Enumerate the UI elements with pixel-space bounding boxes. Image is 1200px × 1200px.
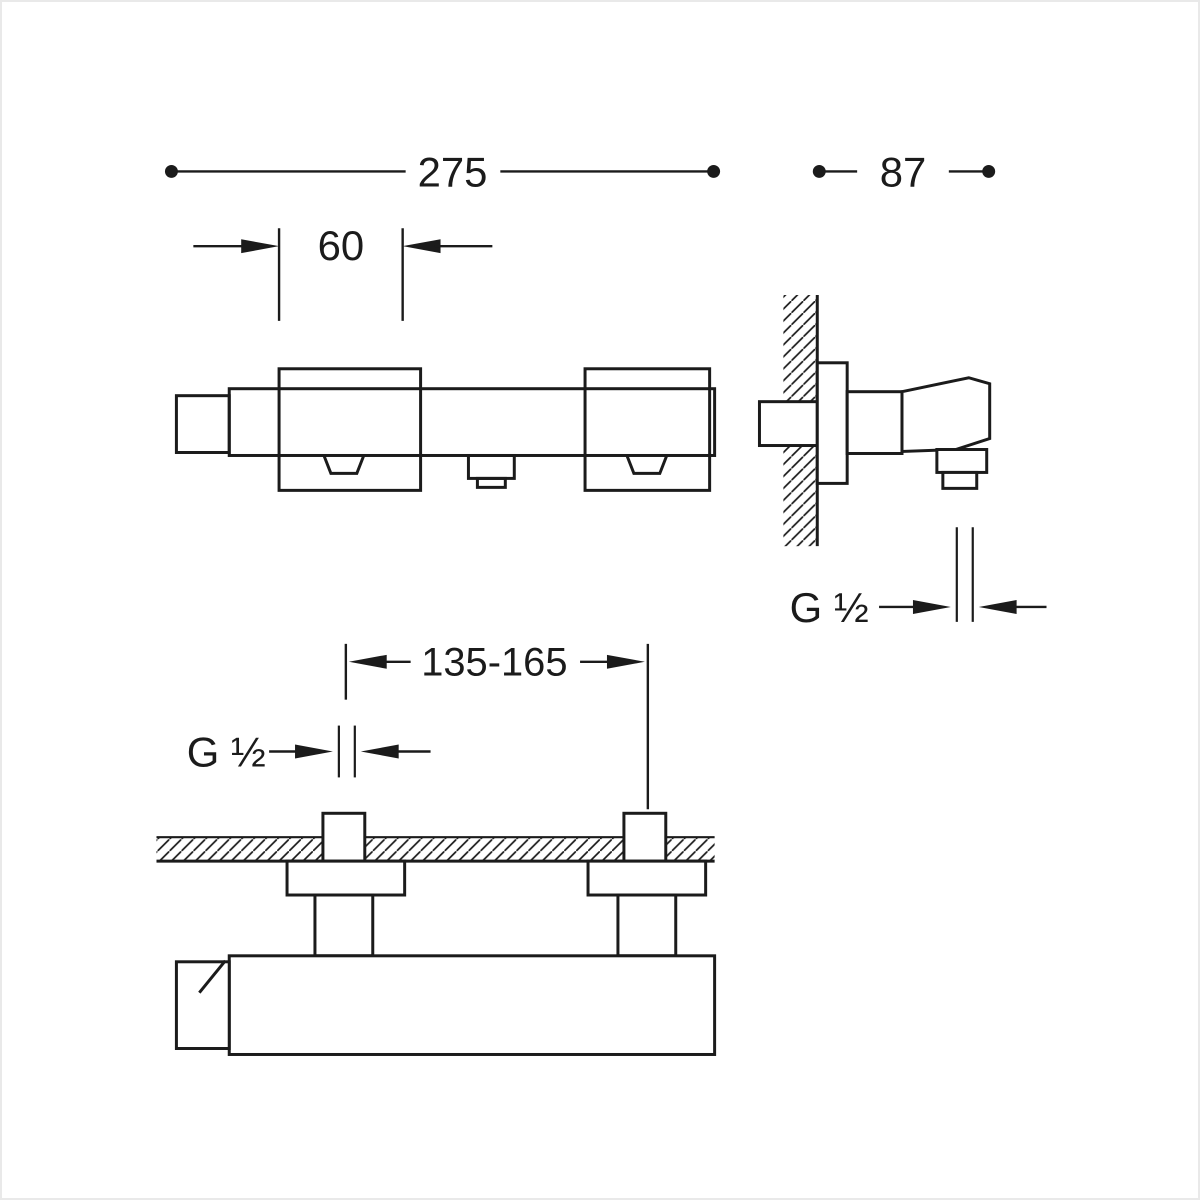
dim-label-overall-depth: 87 bbox=[880, 148, 927, 195]
dim-dot bbox=[812, 164, 826, 178]
flange-left bbox=[285, 859, 407, 897]
handle-end-cap bbox=[174, 394, 231, 454]
arrowhead-left bbox=[402, 239, 441, 254]
dim-dot bbox=[982, 164, 996, 178]
dim-handle-offset: 60 bbox=[193, 222, 493, 321]
lever-mark bbox=[198, 959, 227, 994]
mixer-body bbox=[227, 387, 717, 457]
wall-connector bbox=[757, 400, 819, 448]
dim-overall-width: 275 bbox=[164, 148, 721, 195]
arrowhead-left bbox=[978, 600, 1017, 614]
arrowhead-right bbox=[241, 239, 280, 254]
shower-outlet-tip bbox=[941, 470, 979, 490]
escutcheon-right bbox=[583, 367, 712, 492]
inlet-nut-left bbox=[322, 454, 366, 475]
dim-overall-depth: 87 bbox=[812, 148, 996, 195]
nut-right bbox=[616, 893, 678, 958]
mixer-body-top bbox=[227, 954, 717, 1056]
arrowhead-right bbox=[606, 654, 645, 669]
flange-right bbox=[586, 859, 708, 897]
mixer-body-side bbox=[845, 390, 904, 455]
escutcheon-plate-side bbox=[815, 361, 849, 485]
dim-thread-bottom: G ½ bbox=[187, 725, 431, 778]
escutcheon-left bbox=[277, 367, 423, 492]
arrowhead-right bbox=[295, 744, 333, 759]
arrowhead-left bbox=[348, 654, 387, 669]
arrowhead-left bbox=[360, 744, 399, 759]
side-view bbox=[757, 295, 992, 547]
nut-left bbox=[313, 893, 375, 958]
dim-label-overall-width: 275 bbox=[418, 148, 488, 195]
inlet-nut-right bbox=[625, 454, 669, 475]
arrowhead-right bbox=[912, 600, 951, 614]
dim-thread-side: G ½ bbox=[790, 527, 1047, 631]
shower-outlet-side bbox=[935, 448, 989, 474]
outlet-connector bbox=[466, 453, 516, 480]
supply-pipe-right bbox=[622, 811, 668, 863]
lever-handle-side bbox=[900, 376, 992, 454]
handle-end-cap-top bbox=[174, 960, 231, 1050]
dim-dot bbox=[707, 164, 721, 178]
top-view bbox=[156, 811, 717, 1056]
dim-label-thread-bottom: G ½ bbox=[187, 728, 266, 775]
dim-label-inlet-spacing: 135-165 bbox=[421, 641, 567, 685]
front-view bbox=[174, 367, 717, 492]
dim-dot bbox=[164, 164, 178, 178]
wall-hatch-top bbox=[156, 837, 715, 862]
dim-inlet-spacing: 135-165 bbox=[344, 641, 650, 810]
dim-label-handle-offset: 60 bbox=[318, 222, 365, 269]
outlet-tip bbox=[475, 476, 507, 489]
supply-pipe-left bbox=[321, 811, 367, 863]
dim-label-thread-side: G ½ bbox=[790, 584, 869, 631]
